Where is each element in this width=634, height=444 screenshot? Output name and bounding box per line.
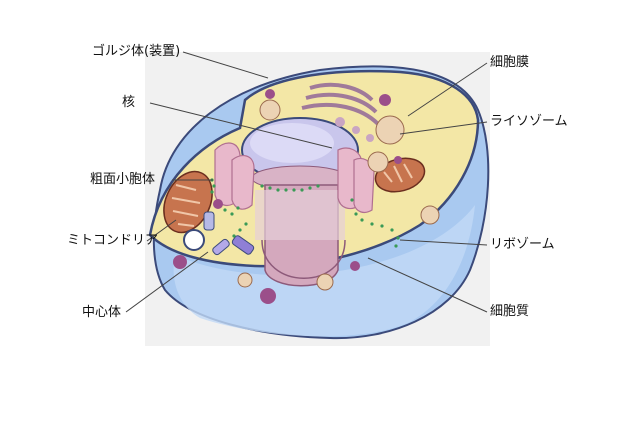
label-lysosome: ライソゾーム [490, 114, 568, 129]
label-ribosome: リボゾーム [490, 237, 555, 252]
ribosome-dots [210, 178, 400, 248]
golgi-apparatus [301, 82, 380, 126]
mitochondrion-right [374, 157, 426, 193]
label-cell-membrane: 細胞膜 [490, 55, 530, 70]
nucleus-highlight [250, 123, 334, 163]
label-cytoplasm: 細胞質 [490, 304, 530, 319]
mitochondrion-left [163, 170, 213, 234]
label-golgi: ゴルジ体(装置) [92, 44, 181, 59]
cytoplasm-lower-region [173, 205, 475, 337]
centrosome-shape [203, 211, 255, 256]
label-centrosome: 中心体 [82, 305, 122, 320]
leader-lines [125, 51, 488, 313]
label-mitochondria: ミトコンドリア [67, 233, 159, 248]
nuclear-band [255, 190, 345, 240]
vesicles-purple [173, 89, 402, 304]
golgi-vesicles [335, 117, 374, 142]
label-nucleus: 核 [122, 95, 136, 110]
nuclear-body-lower [261, 239, 346, 279]
lysosomes [237, 99, 440, 291]
label-rough-er: 粗面小胞体 [90, 172, 156, 187]
membrane-notch [183, 229, 205, 251]
